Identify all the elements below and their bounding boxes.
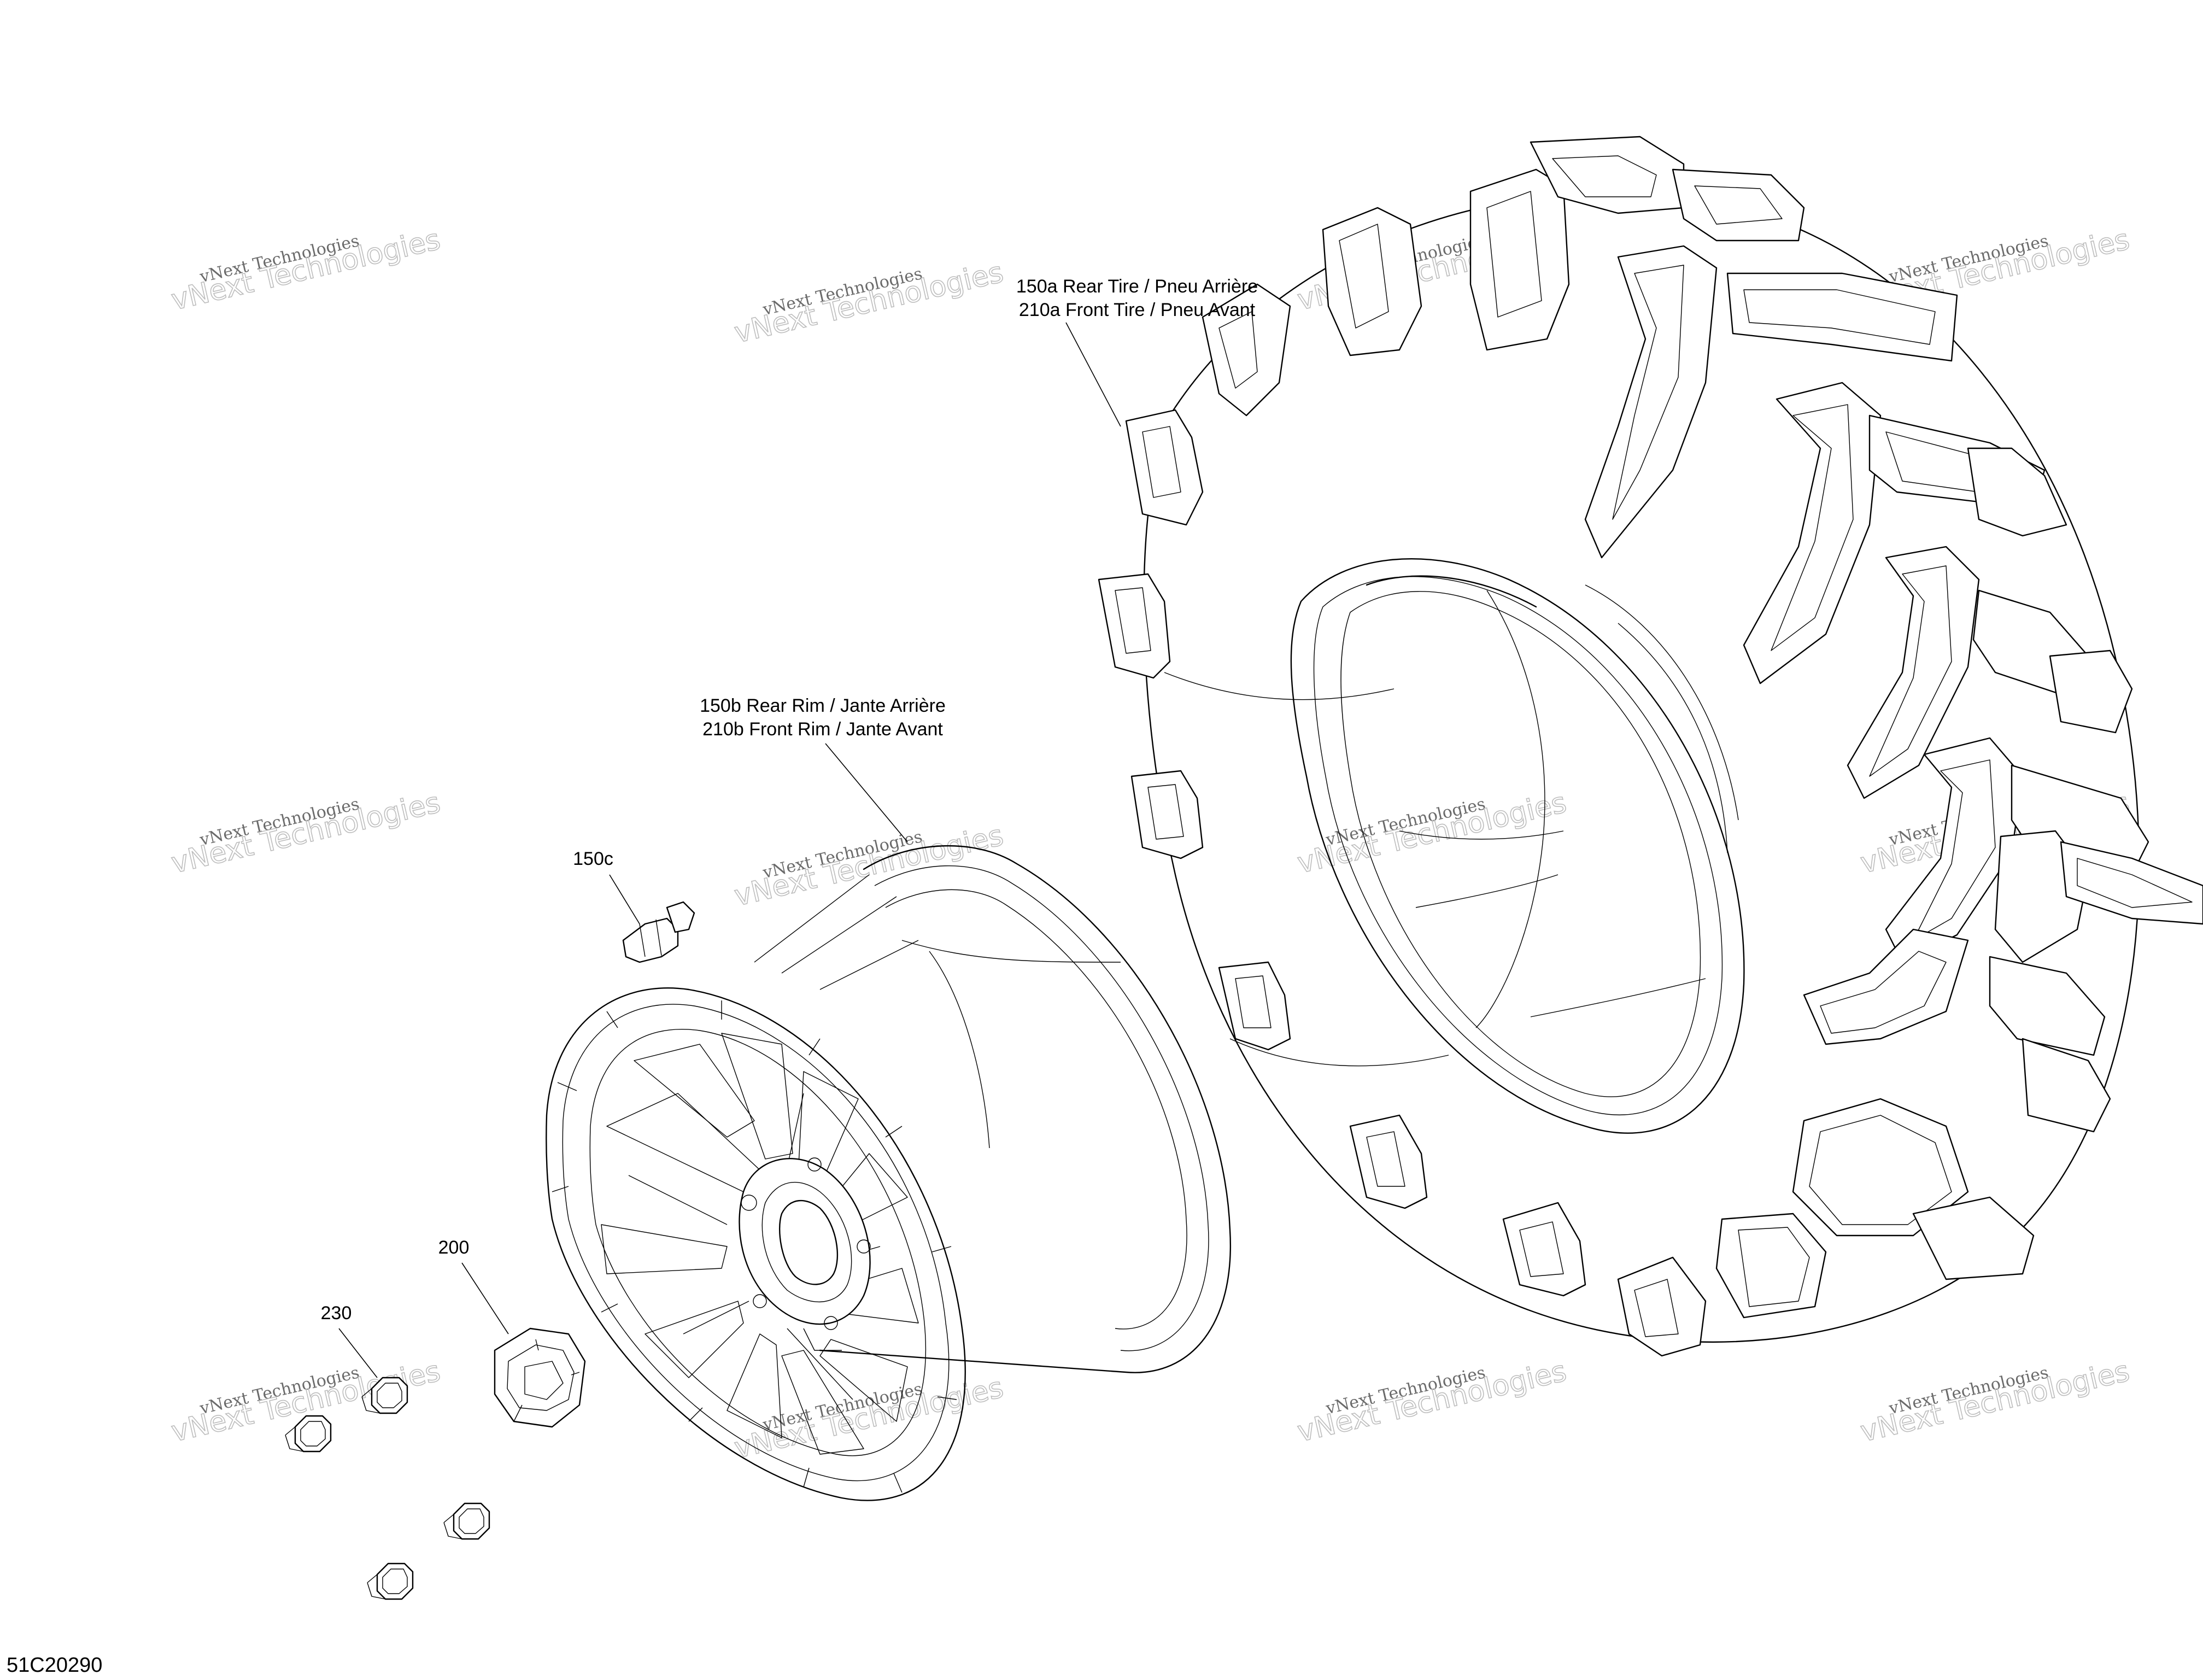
valve-leader-line: [609, 874, 640, 924]
rim-front-callout: 210b Front Rim / Jante Avant: [702, 719, 943, 740]
hub-cap-drawing: [494, 1327, 586, 1428]
rim-drawing: [546, 845, 1232, 1501]
rim-rear-callout: 150b Rear Rim / Jante Arrière: [700, 695, 946, 716]
valve-callout: 150c: [573, 848, 613, 869]
hub-cap-callout: 200: [438, 1237, 470, 1258]
tire-drawing: [1098, 136, 2203, 1357]
hub-cap-leader-line: [461, 1262, 509, 1334]
tire-front-callout: 210a Front Tire / Pneu Avant: [1019, 300, 1256, 320]
valve-stem-drawing: [622, 901, 695, 963]
lug-nuts-drawing: [285, 1377, 490, 1600]
leader-lines: [338, 322, 1121, 1378]
diagram-id: 51C20290: [7, 1654, 102, 1677]
nuts-callout: 230: [321, 1303, 352, 1324]
tire-rear-callout: 150a Rear Tire / Pneu Arrière: [1016, 276, 1258, 297]
nuts-leader-line: [338, 1328, 378, 1378]
rim-leader-line: [825, 743, 908, 842]
tire-leader-line: [1065, 322, 1121, 427]
